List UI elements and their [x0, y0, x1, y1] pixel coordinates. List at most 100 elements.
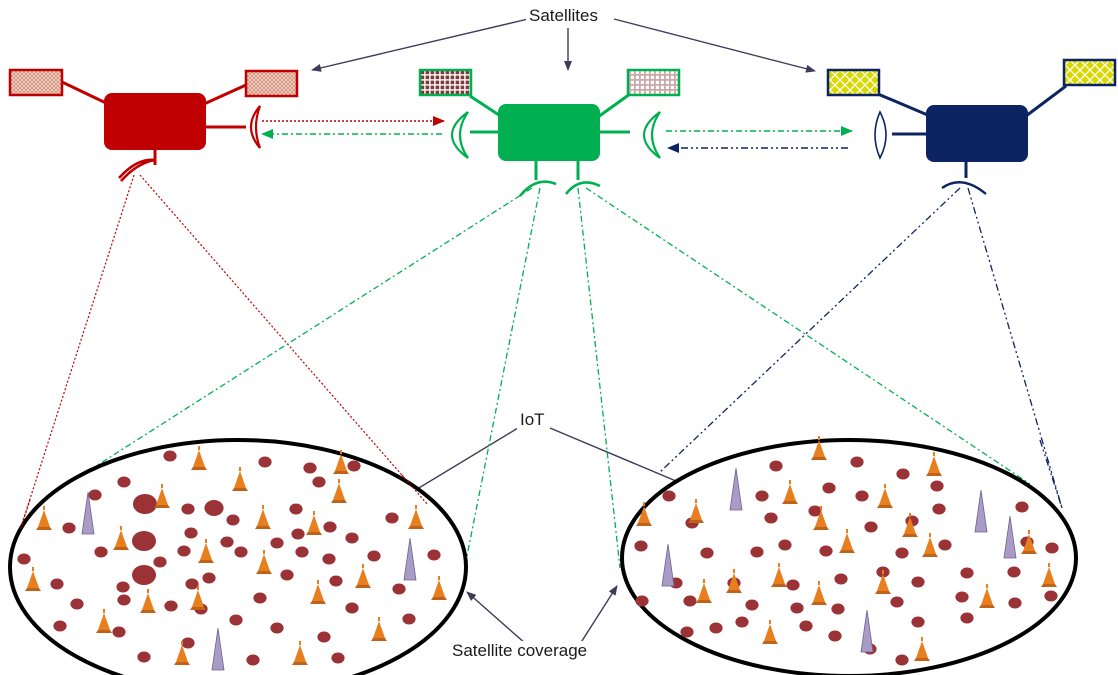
iot-dot-node-icon: [331, 652, 345, 664]
beam-green-3: [577, 187, 621, 569]
iot-tower-node-icon: [811, 436, 827, 460]
iot-tower-node-icon: [25, 567, 41, 591]
iot-dot-node-icon: [117, 476, 131, 488]
iot-dot-node-icon: [295, 546, 309, 558]
satellite-icon: [877, 84, 1067, 178]
iot-devices: [17, 436, 1059, 671]
coverage-arrow-left: [466, 591, 527, 645]
iot-dot-node-icon: [955, 591, 969, 603]
iot-tower-node-icon: [839, 529, 855, 553]
iot-dot-node-icon: [62, 522, 76, 534]
iot-dot-node-icon: [181, 637, 195, 649]
iot-dot-node-icon: [680, 626, 694, 638]
beam-navy-right: [967, 187, 1063, 509]
iot-dot-node-icon: [291, 528, 305, 540]
iot-tower-node-icon: [310, 580, 326, 604]
iot-dot-node-icon: [799, 620, 813, 632]
iot-tower-node-icon: [292, 641, 308, 665]
iot-dot-node-icon: [786, 579, 800, 591]
iot-dot-node-icon: [112, 626, 126, 638]
satellite-icon: [61, 80, 247, 165]
iot-tower-node-icon: [232, 467, 248, 491]
beam-red-right: [139, 174, 429, 506]
iot-tower-node-icon: [875, 570, 891, 594]
iot-tower-node-icon: [431, 576, 447, 600]
iot-dot-node-icon: [270, 537, 284, 549]
iot-dot-node-icon: [177, 545, 191, 557]
iot-tower-node-icon: [154, 484, 170, 508]
iot-dot-node-icon: [745, 599, 759, 611]
antenna-dish-icon: [518, 180, 557, 197]
iot-dot-node-icon: [204, 500, 224, 516]
iot-dot-node-icon: [700, 547, 714, 559]
iot-dot-node-icon: [289, 503, 303, 515]
iot-tower-node-icon: [688, 499, 704, 523]
antenna-dish-icon: [874, 110, 887, 160]
iot-tower-node-icon: [762, 620, 778, 644]
iot-dot-node-icon: [345, 602, 359, 614]
iot-spike-node-icon: [974, 489, 988, 533]
iot-dot-node-icon: [329, 575, 343, 587]
iot-tower-node-icon: [191, 446, 207, 470]
beam-navy-left: [659, 187, 961, 473]
iot-dot-node-icon: [323, 521, 337, 533]
iot-spike-node-icon: [860, 609, 874, 653]
iot-dot-node-icon: [117, 594, 131, 606]
satellites-label: Satellites: [526, 6, 601, 26]
iot-dot-node-icon: [164, 600, 178, 612]
coverage-beams: [19, 174, 1063, 569]
iot-dot-node-icon: [890, 596, 904, 608]
iot-dot-node-icon: [253, 592, 267, 604]
solar-panel-icon: [1062, 58, 1117, 87]
iot-dot-node-icon: [280, 569, 294, 581]
iot-tower-node-icon: [140, 589, 156, 613]
antenna-dish-icon: [564, 181, 601, 195]
iot-dot-node-icon: [895, 547, 909, 559]
iot-spike-node-icon: [1003, 515, 1017, 559]
iot-dot-node-icon: [132, 565, 156, 585]
iot-dot-node-icon: [911, 576, 925, 588]
antenna-dish-icon: [118, 158, 156, 182]
iot-dot-node-icon: [938, 539, 952, 551]
iot-tower-node-icon: [926, 452, 942, 476]
iot-dot-node-icon: [819, 545, 833, 557]
iot-dot-node-icon: [769, 460, 783, 472]
iot-dot-node-icon: [312, 476, 326, 488]
iot-dot-node-icon: [834, 573, 848, 585]
iot-spike-node-icon: [403, 537, 417, 581]
iot-dot-node-icon: [116, 581, 130, 593]
iot-dot-node-icon: [896, 468, 910, 480]
iot-tower-node-icon: [331, 479, 347, 503]
iot-dot-node-icon: [635, 595, 649, 607]
iot-dot-node-icon: [1045, 542, 1059, 554]
iot-dot-node-icon: [153, 556, 167, 568]
iot-dot-node-icon: [367, 550, 381, 562]
iot-dot-node-icon: [831, 603, 845, 615]
iot-dot-node-icon: [1015, 501, 1029, 513]
satellite-navy: [826, 58, 1117, 195]
iot-dot-node-icon: [270, 622, 284, 634]
iot-tower-node-icon: [1021, 530, 1037, 554]
solar-panel-icon: [626, 68, 681, 97]
iot-dot-node-icon: [960, 612, 974, 624]
iot-dot-node-icon: [634, 540, 648, 552]
iot-spike-node-icon: [81, 491, 95, 535]
iot-dot-node-icon: [850, 456, 864, 468]
iot-dot-node-icon: [764, 512, 778, 524]
beam-green-2: [464, 187, 541, 567]
solar-panel-icon: [418, 68, 473, 97]
iot-tower-node-icon: [696, 579, 712, 603]
iot-dot-node-icon: [317, 631, 331, 643]
iot-dot-node-icon: [88, 489, 102, 501]
iot-tower-node-icon: [333, 450, 349, 474]
iot-dot-node-icon: [755, 490, 769, 502]
iot-dot-node-icon: [960, 567, 974, 579]
iot-dot-node-icon: [132, 531, 156, 551]
iot-dot-node-icon: [185, 578, 199, 590]
iot-dot-node-icon: [246, 654, 260, 666]
iot-dot-node-icon: [202, 572, 216, 584]
iot-dot-node-icon: [50, 578, 64, 590]
iot-label: IoT: [517, 410, 548, 430]
iot-dot-node-icon: [828, 630, 842, 642]
iot-tower-node-icon: [190, 586, 206, 610]
